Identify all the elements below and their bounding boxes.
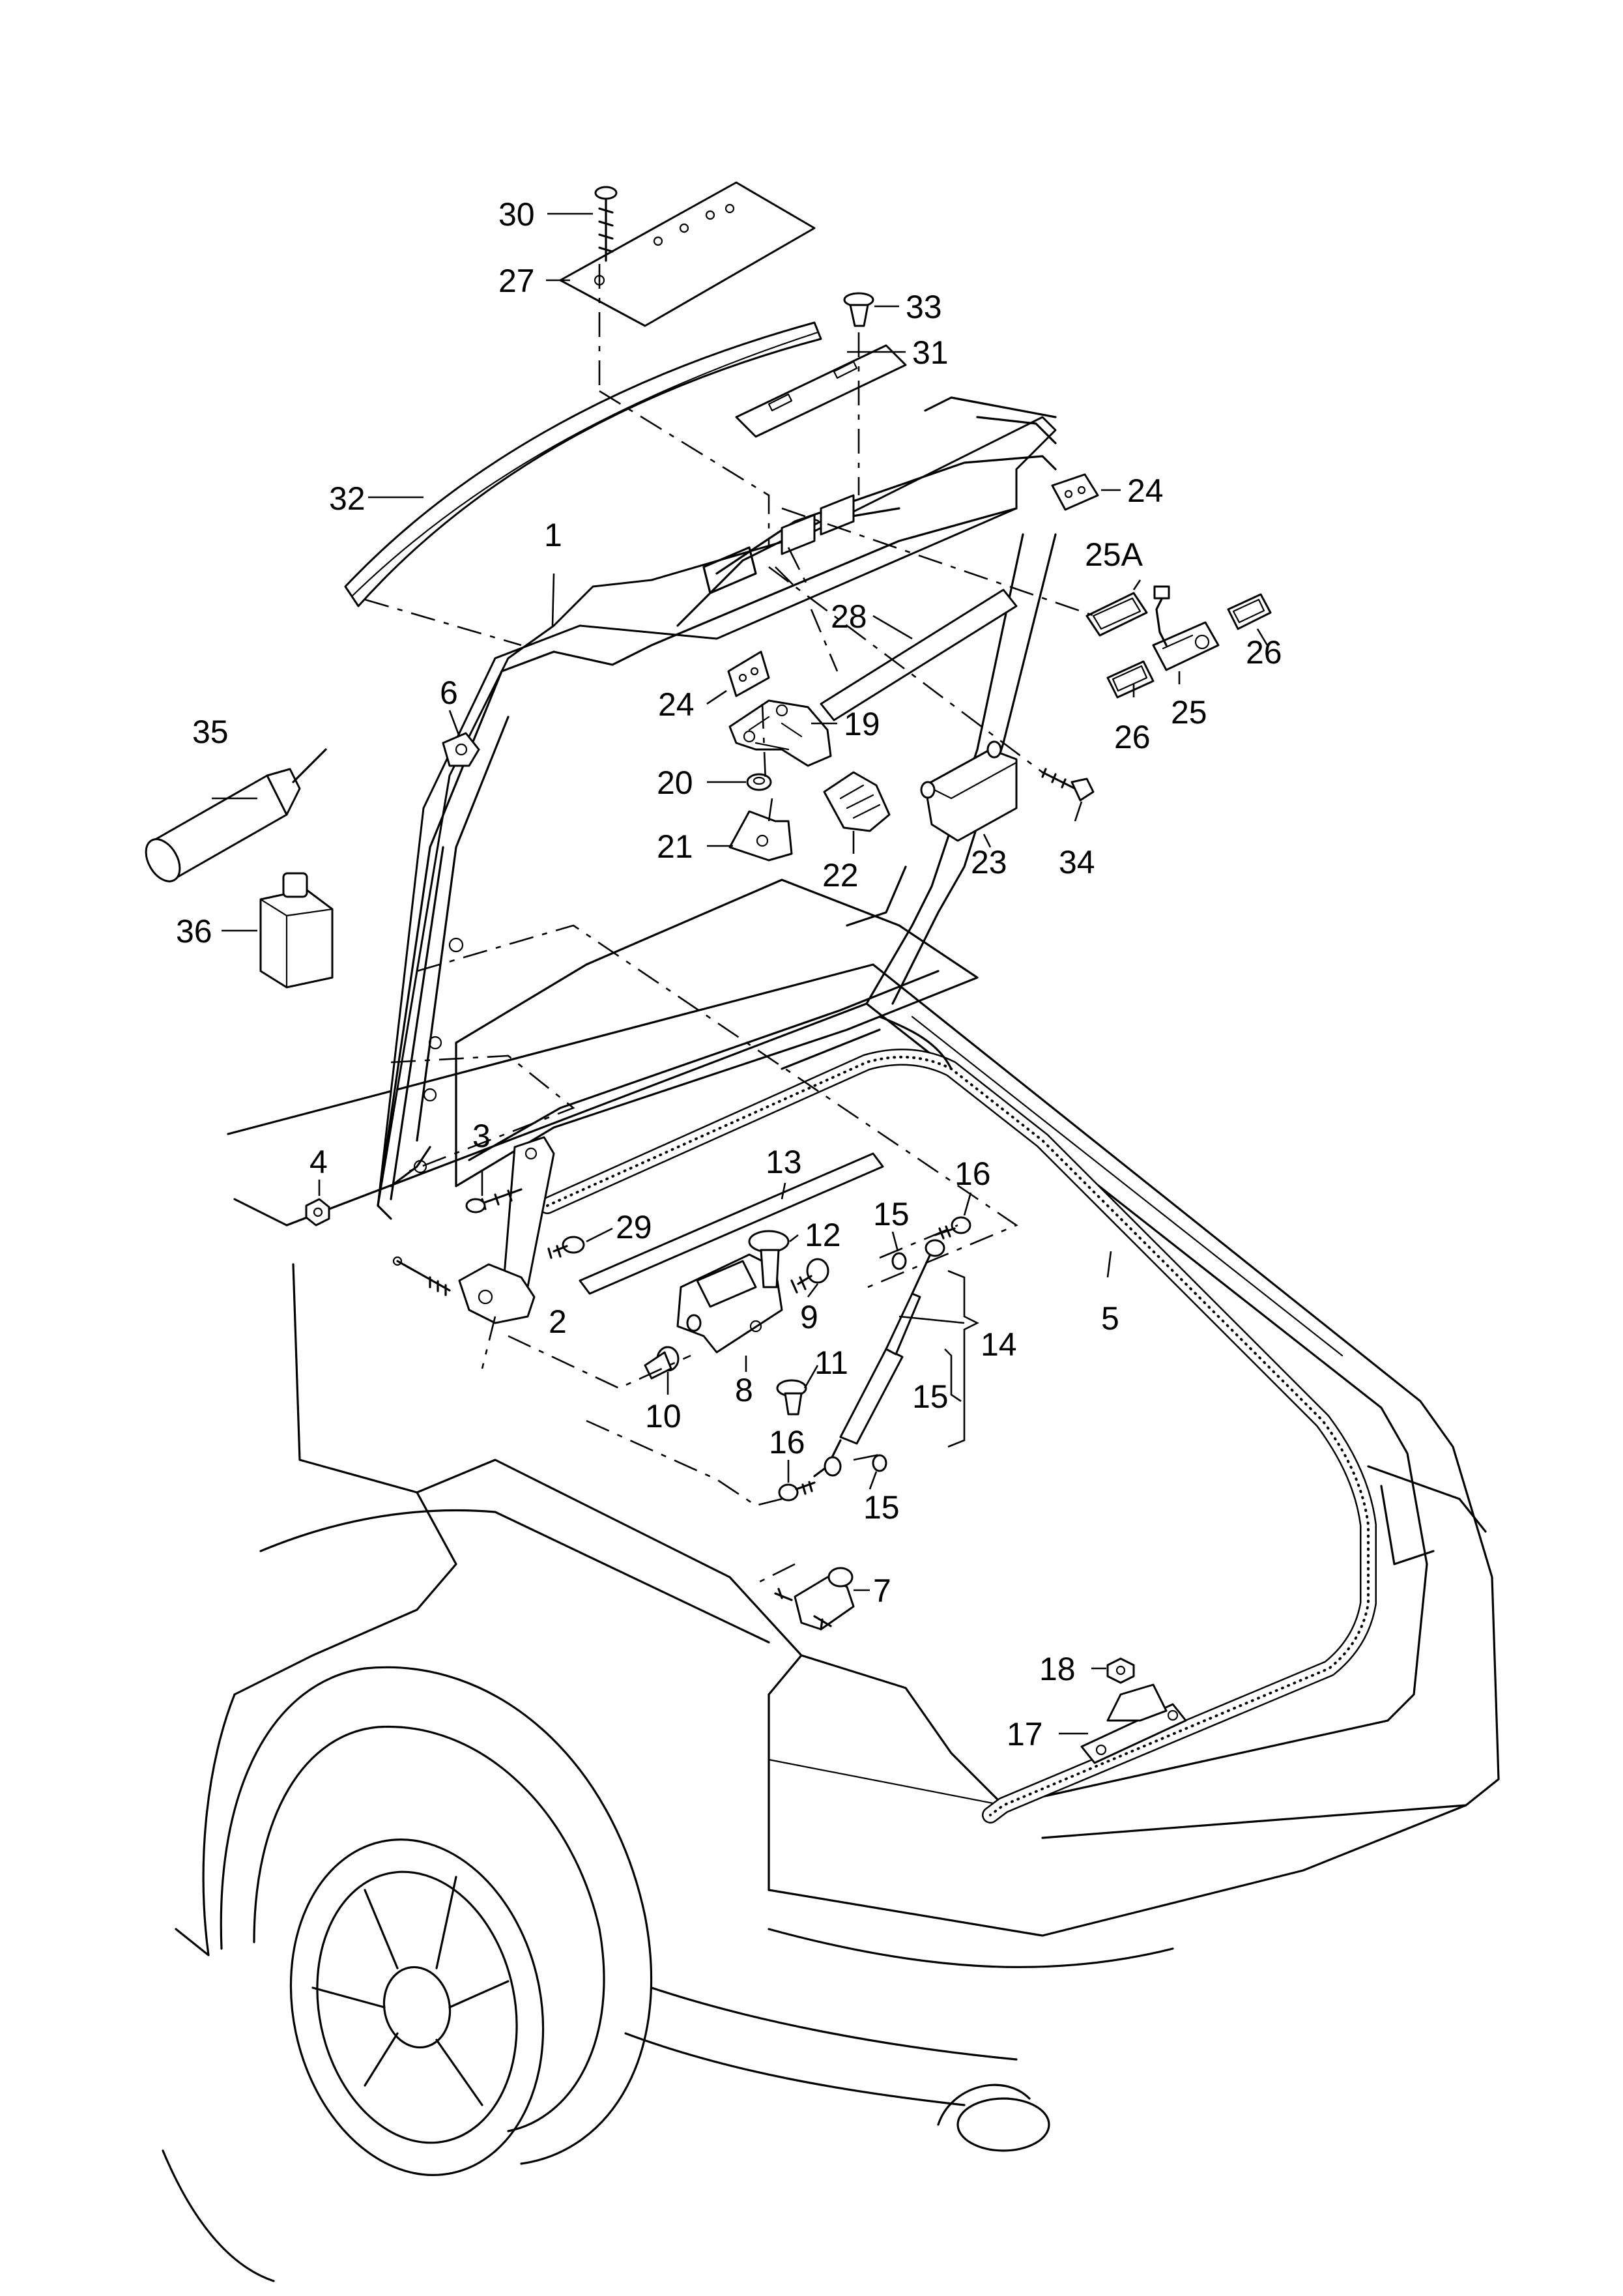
- lubricant-tube-35: [145, 748, 327, 882]
- screws-2-lower: [392, 1256, 451, 1296]
- trim-strip-13: [579, 1152, 884, 1295]
- car-body-outline: [175, 963, 1500, 2106]
- callout-34: 34: [1059, 844, 1095, 880]
- switch-unit-25: [1152, 585, 1220, 671]
- leader-lines: [212, 212, 1269, 1735]
- callout-15c: 15: [863, 1489, 900, 1526]
- striker-7: [774, 1567, 855, 1631]
- callout-31: 31: [912, 334, 949, 371]
- buffer-24-right: [1051, 473, 1099, 511]
- callout-16b: 16: [769, 1424, 805, 1460]
- callout-11: 11: [814, 1344, 848, 1381]
- callout-25: 25: [1171, 694, 1207, 731]
- bottle-36: [259, 872, 334, 989]
- callout-14: 14: [981, 1326, 1017, 1363]
- bolt-29: [547, 1236, 585, 1259]
- callout-33: 33: [906, 289, 942, 325]
- ball-stud-16-upper: [934, 1216, 971, 1240]
- callout-1: 1: [544, 517, 562, 553]
- callout-12: 12: [805, 1217, 841, 1253]
- callout-23: 23: [971, 844, 1007, 880]
- buffer-24-center: [727, 650, 770, 697]
- callout-36: 36: [176, 913, 212, 950]
- rear-spoiler: [344, 321, 822, 607]
- callout-21: 21: [657, 828, 693, 865]
- screw-30: [594, 186, 618, 262]
- bracket-21: [728, 810, 793, 862]
- hinge-2: [458, 1136, 555, 1324]
- callout-2: 2: [549, 1303, 567, 1340]
- callout-7: 7: [873, 1573, 891, 1609]
- callout-9: 9: [800, 1299, 818, 1335]
- callout-18: 18: [1039, 1651, 1076, 1687]
- bezel-26-right: [1227, 593, 1272, 630]
- callout-26b: 26: [1114, 719, 1151, 755]
- nut-18: [1106, 1657, 1135, 1684]
- nut-20: [746, 773, 772, 791]
- callout-8: 8: [735, 1372, 753, 1408]
- washer-15-upper: [891, 1252, 907, 1270]
- callout-35: 35: [192, 714, 229, 750]
- callout-labels: 30 27 33 31 32 24 1 25A 28 26 6 24 25 19…: [176, 196, 1282, 1752]
- callout-15b: 15: [912, 1378, 949, 1415]
- striker-plate-17: [1080, 1683, 1187, 1764]
- hinge-23: [920, 740, 1018, 842]
- tailgate-lock-19: [728, 699, 832, 767]
- screw-9: [790, 1258, 829, 1294]
- buffer-6: [442, 732, 480, 767]
- exhaust-tip: [937, 2084, 1050, 2152]
- mounting-bracket-31: [735, 344, 907, 438]
- lock-mechanism-8: [676, 1253, 783, 1354]
- callout-5: 5: [1101, 1300, 1119, 1337]
- callout-29: 29: [616, 1209, 652, 1245]
- gasket-25A: [1085, 592, 1148, 637]
- callout-24a: 24: [1127, 472, 1164, 509]
- callout-19: 19: [844, 706, 880, 742]
- callout-24b: 24: [658, 686, 695, 723]
- assembly-lines: [364, 264, 1095, 1585]
- callout-22: 22: [822, 857, 859, 894]
- callout-13: 13: [766, 1144, 802, 1180]
- callout-4: 4: [309, 1144, 328, 1180]
- trunk-seal: [539, 1015, 1377, 1824]
- callout-20: 20: [657, 764, 693, 801]
- callout-27: 27: [498, 263, 535, 299]
- clip-33: [843, 292, 874, 327]
- callout-28: 28: [831, 598, 867, 635]
- bumper-10: [644, 1346, 680, 1380]
- plug-12: [748, 1230, 790, 1288]
- callout-26a: 26: [1246, 634, 1282, 671]
- bolt-34: [1041, 768, 1095, 802]
- rear-wheel: [162, 1666, 653, 2282]
- callout-16a: 16: [955, 1155, 991, 1192]
- clip-11: [776, 1379, 807, 1416]
- gas-strut-14: [813, 1239, 945, 1477]
- striker-cover-22: [823, 771, 891, 832]
- callout-10: 10: [645, 1398, 682, 1434]
- callout-15a: 15: [873, 1196, 910, 1232]
- nut-4: [305, 1198, 330, 1227]
- callout-32: 32: [329, 480, 366, 517]
- trim-strip-28: [820, 589, 1018, 721]
- callout-6: 6: [440, 675, 458, 711]
- bolt-3: [465, 1188, 523, 1213]
- callout-30: 30: [498, 196, 535, 233]
- callout-25a: 25A: [1085, 536, 1143, 573]
- cover-plate: [559, 181, 816, 327]
- ball-stud-16-lower: [778, 1481, 816, 1502]
- callout-3: 3: [472, 1118, 491, 1154]
- bezel-26-left: [1106, 660, 1155, 699]
- callout-17: 17: [1007, 1716, 1043, 1752]
- washer-15-lower: [872, 1454, 887, 1472]
